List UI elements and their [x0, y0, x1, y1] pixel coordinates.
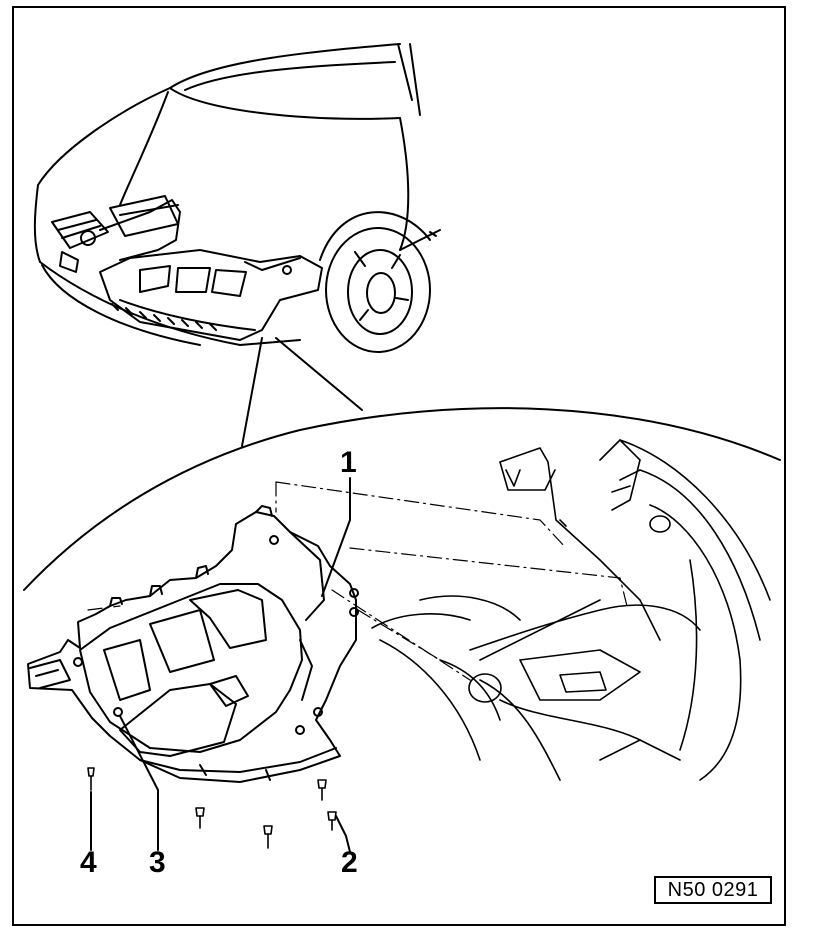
leader-2 — [335, 815, 351, 853]
callout-2: 2 — [341, 846, 358, 879]
underbody-shield-illustration — [27, 505, 359, 783]
car-front-illustration — [33, 43, 441, 353]
magnification-line-right — [275, 337, 363, 411]
callout-3: 3 — [149, 846, 166, 879]
reference-code: N50 0291 — [667, 879, 759, 901]
detail-view-arc — [23, 407, 781, 591]
callout-leaders — [90, 477, 351, 853]
reference-code-box: N50 0291 — [654, 876, 772, 904]
magnification-line-left — [241, 337, 263, 447]
leader-3 — [119, 715, 159, 851]
leader-1 — [321, 477, 351, 597]
screw-icon — [87, 767, 337, 849]
underbody-structure — [371, 439, 771, 781]
callout-4: 4 — [80, 846, 97, 879]
callout-1: 1 — [340, 446, 357, 479]
